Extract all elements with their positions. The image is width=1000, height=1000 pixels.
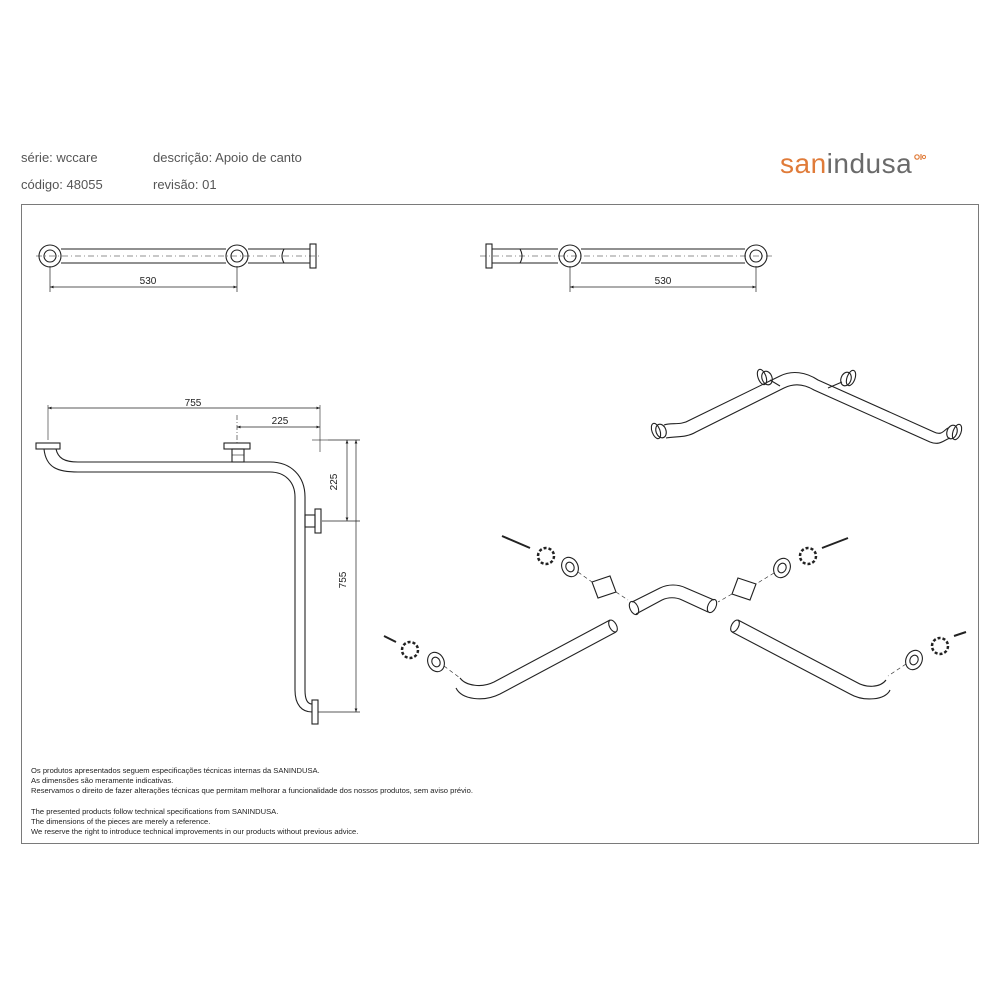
note-en-2: The dimensions of the pieces are merely … (31, 816, 211, 826)
front-view-dimensions (48, 406, 360, 713)
serie-label: série: wccare (21, 150, 98, 165)
revision-label: revisão: 01 (153, 177, 217, 192)
drawing-frame (21, 204, 979, 844)
top-view-left (36, 243, 320, 292)
dim-top-left-width: 530 (140, 276, 157, 287)
dim-front-offset: 225 (272, 416, 289, 427)
note-en-3: We reserve the right to introduce techni… (31, 827, 359, 837)
front-view (35, 405, 328, 725)
dim-top-right-width: 530 (655, 276, 672, 287)
top-view-right (480, 243, 772, 292)
brand-logo-part2: indusa (826, 148, 913, 179)
isometric-assembled (650, 368, 963, 444)
brand-logo: sanindusa (780, 148, 927, 180)
description-label: descrição: Apoio de canto (153, 150, 302, 165)
brand-logo-part1: san (780, 148, 827, 179)
note-pt-3: Reservamos o direito de fazer alterações… (31, 786, 473, 796)
brand-mark-icon (914, 154, 927, 160)
dim-vertical-offset: 225 (329, 473, 340, 490)
dim-vertical-height: 755 (338, 571, 349, 588)
note-pt-2: As dimensões são meramente indicativas. (31, 776, 174, 786)
disclaimer-notes: Os produtos apresentados seguem especifi… (31, 766, 473, 837)
note-pt-1: Os produtos apresentados seguem especifi… (31, 766, 320, 775)
dim-front-total-width: 755 (185, 398, 202, 409)
code-label: código: 48055 (21, 177, 103, 192)
note-en-1: The presented products follow technical … (31, 806, 279, 816)
exploded-view (383, 535, 967, 700)
